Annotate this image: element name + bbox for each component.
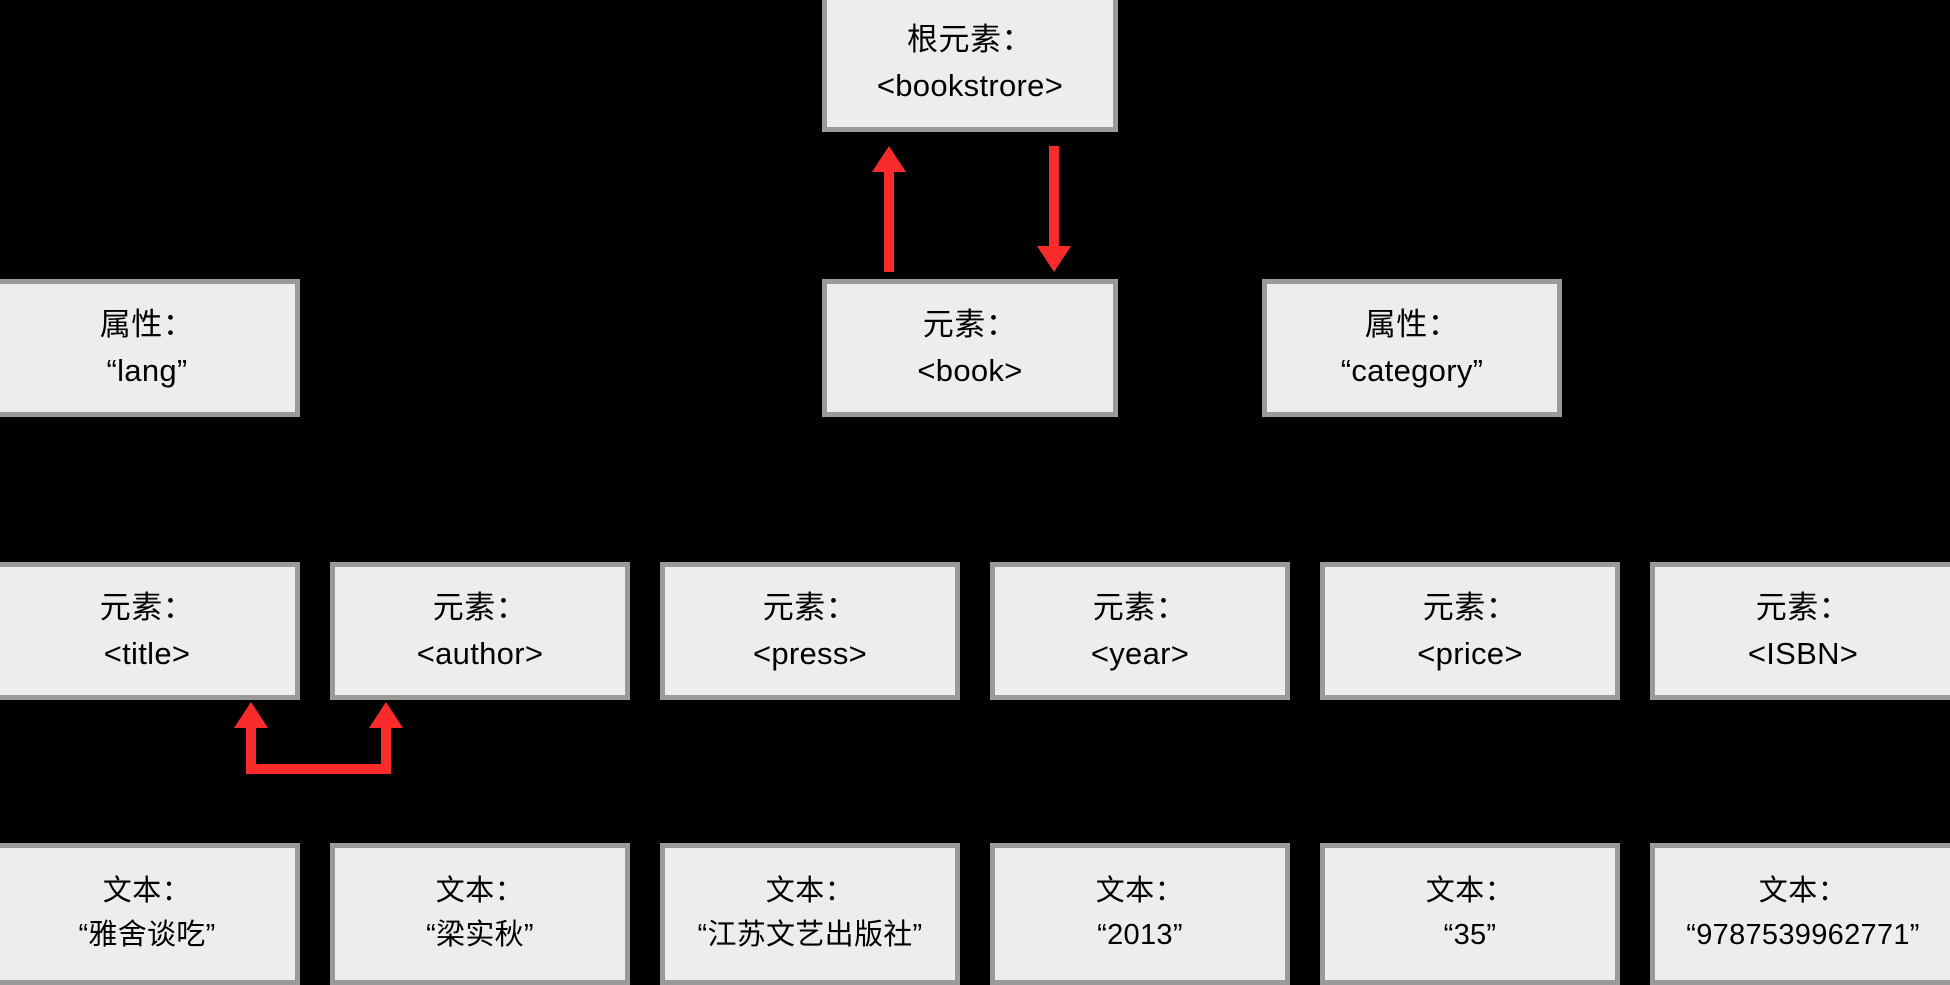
node-value: “35” (1443, 919, 1497, 951)
node-element-year[interactable]: 元素： <year> (990, 562, 1290, 700)
node-label: 文本： (765, 875, 855, 908)
node-value: <press> (752, 636, 868, 671)
node-label: 文本： (1095, 875, 1185, 908)
node-value: “江苏文艺出版社” (697, 919, 923, 951)
node-attr-lang[interactable]: 属性： “lang” (0, 279, 300, 417)
node-label: 元素： (762, 589, 858, 625)
node-label: 属性： (99, 306, 195, 342)
node-root-bookstrore[interactable]: 根元素： <bookstrore> (822, 0, 1118, 132)
arrow-bracket-up-icon (228, 700, 408, 782)
node-text-author[interactable]: 文本： “梁实秋” (330, 843, 630, 985)
node-value: <author> (416, 636, 544, 671)
node-label: 元素： (99, 589, 195, 625)
node-label: 元素： (922, 306, 1018, 342)
node-value: <bookstrore> (876, 68, 1064, 103)
node-label: 文本： (1758, 875, 1848, 908)
node-text-isbn[interactable]: 文本： “9787539962771” (1650, 843, 1950, 985)
node-label: 文本： (1425, 875, 1515, 908)
node-value: <ISBN> (1747, 636, 1859, 671)
node-text-title[interactable]: 文本： “雅舍谈吃” (0, 843, 300, 985)
node-element-author[interactable]: 元素： <author> (330, 562, 630, 700)
arrow-down-icon (1037, 146, 1071, 272)
node-element-title[interactable]: 元素： <title> (0, 562, 300, 700)
node-element-isbn[interactable]: 元素： <ISBN> (1650, 562, 1950, 700)
node-attr-category[interactable]: 属性： “category” (1262, 279, 1562, 417)
node-label: 元素： (1422, 589, 1518, 625)
node-element-press[interactable]: 元素： <press> (660, 562, 960, 700)
node-value: <title> (103, 636, 191, 671)
node-label: 元素： (1755, 589, 1851, 625)
node-value: <price> (1417, 636, 1523, 671)
node-value: <book> (917, 353, 1023, 388)
node-value: “梁实秋” (426, 919, 534, 951)
node-value: <year> (1090, 636, 1190, 671)
node-label: 根元素： (907, 21, 1033, 57)
node-value: “雅舍谈吃” (78, 919, 216, 951)
node-label: 元素： (1092, 589, 1188, 625)
node-label: 文本： (102, 875, 192, 908)
node-value: “2013” (1097, 919, 1183, 951)
node-element-price[interactable]: 元素： <price> (1320, 562, 1620, 700)
node-value: “category” (1340, 353, 1484, 388)
node-label: 文本： (435, 875, 525, 908)
node-text-press[interactable]: 文本： “江苏文艺出版社” (660, 843, 960, 985)
node-text-year[interactable]: 文本： “2013” (990, 843, 1290, 985)
arrow-up-icon (872, 146, 906, 272)
node-label: 属性： (1364, 306, 1460, 342)
node-label: 元素： (432, 589, 528, 625)
node-value: “lang” (106, 353, 188, 388)
node-value: “9787539962771” (1686, 919, 1920, 951)
node-text-price[interactable]: 文本： “35” (1320, 843, 1620, 985)
node-element-book[interactable]: 元素： <book> (822, 279, 1118, 417)
